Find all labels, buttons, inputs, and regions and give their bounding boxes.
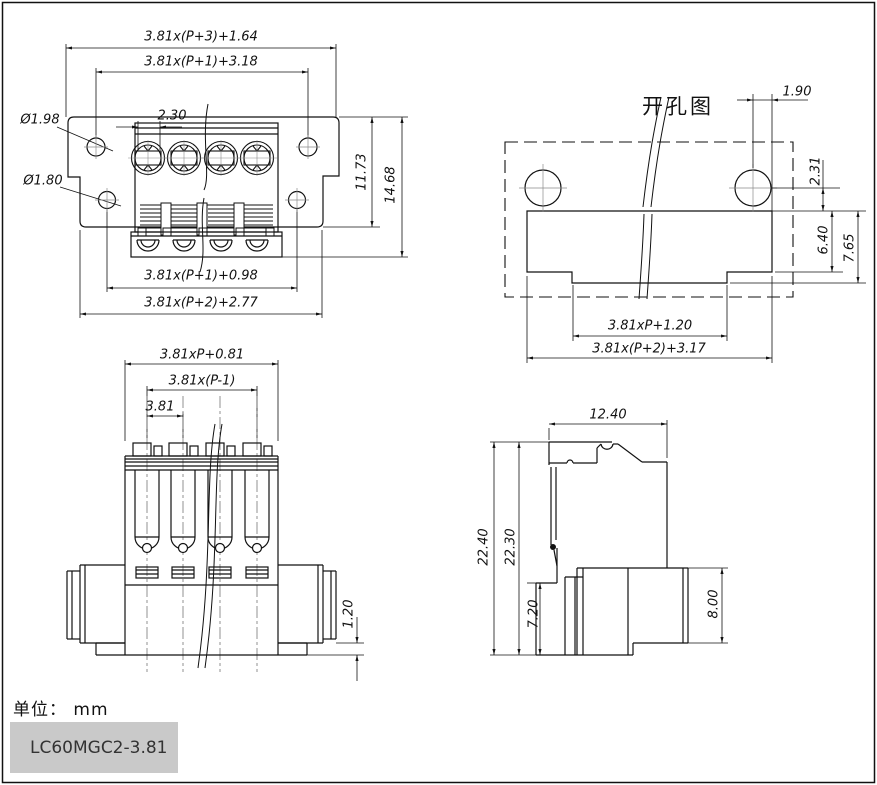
side-view [490,420,728,656]
dim-plug-height: 8.00 [706,589,722,619]
dim-hole-span-bottom: 3.81x(P+1)+0.98 [144,268,258,284]
dim-foot-height: 1.20 [341,599,357,629]
dim-hole-dia-small: Ø1.80 [23,173,63,189]
part-number-box: LC60MGC2-3.81 [10,722,178,773]
dim-height-outer: 14.68 [383,166,399,204]
cutout-view [504,94,866,363]
dim-depth-outer: 7.65 [842,233,858,263]
part-number: LC60MGC2-3.81 [30,737,168,758]
unit-label: 单位： mm [13,700,109,720]
dim-depth: 12.40 [589,407,627,423]
dim-step-span: 3.81x(P+2)+2.77 [144,295,258,311]
dim-height-inner: 11.73 [354,153,370,191]
dim-center-offset: 2.31 [808,156,824,186]
dim-front-height: 7.20 [526,599,542,629]
dim-cutout-width: 3.81x(P+2)+3.17 [592,341,706,357]
dim-hole-span-top: 3.81x(P+1)+3.18 [144,54,258,70]
top-view [56,44,408,318]
dim-edge-offset: 1.90 [782,84,812,100]
dim-height-total: 22.40 [476,528,492,566]
dim-pin-span: 3.81x(P-1) [168,373,236,389]
dim-depth-inner: 6.40 [816,225,832,255]
dim-height-body: 22.30 [503,528,519,566]
dim-body-width: 3.81xP+0.81 [159,347,245,363]
dim-notch-width: 3.81xP+1.20 [607,318,693,334]
cutout-view-title: 开孔图 [642,94,714,119]
dim-outer-width: 3.81x(P+3)+1.64 [144,29,258,45]
front-view [66,360,364,681]
dim-pitch: 3.81 [145,399,175,415]
dim-hole-dia-large: Ø1.98 [20,112,60,128]
dim-slot-width: 2.30 [157,108,187,124]
